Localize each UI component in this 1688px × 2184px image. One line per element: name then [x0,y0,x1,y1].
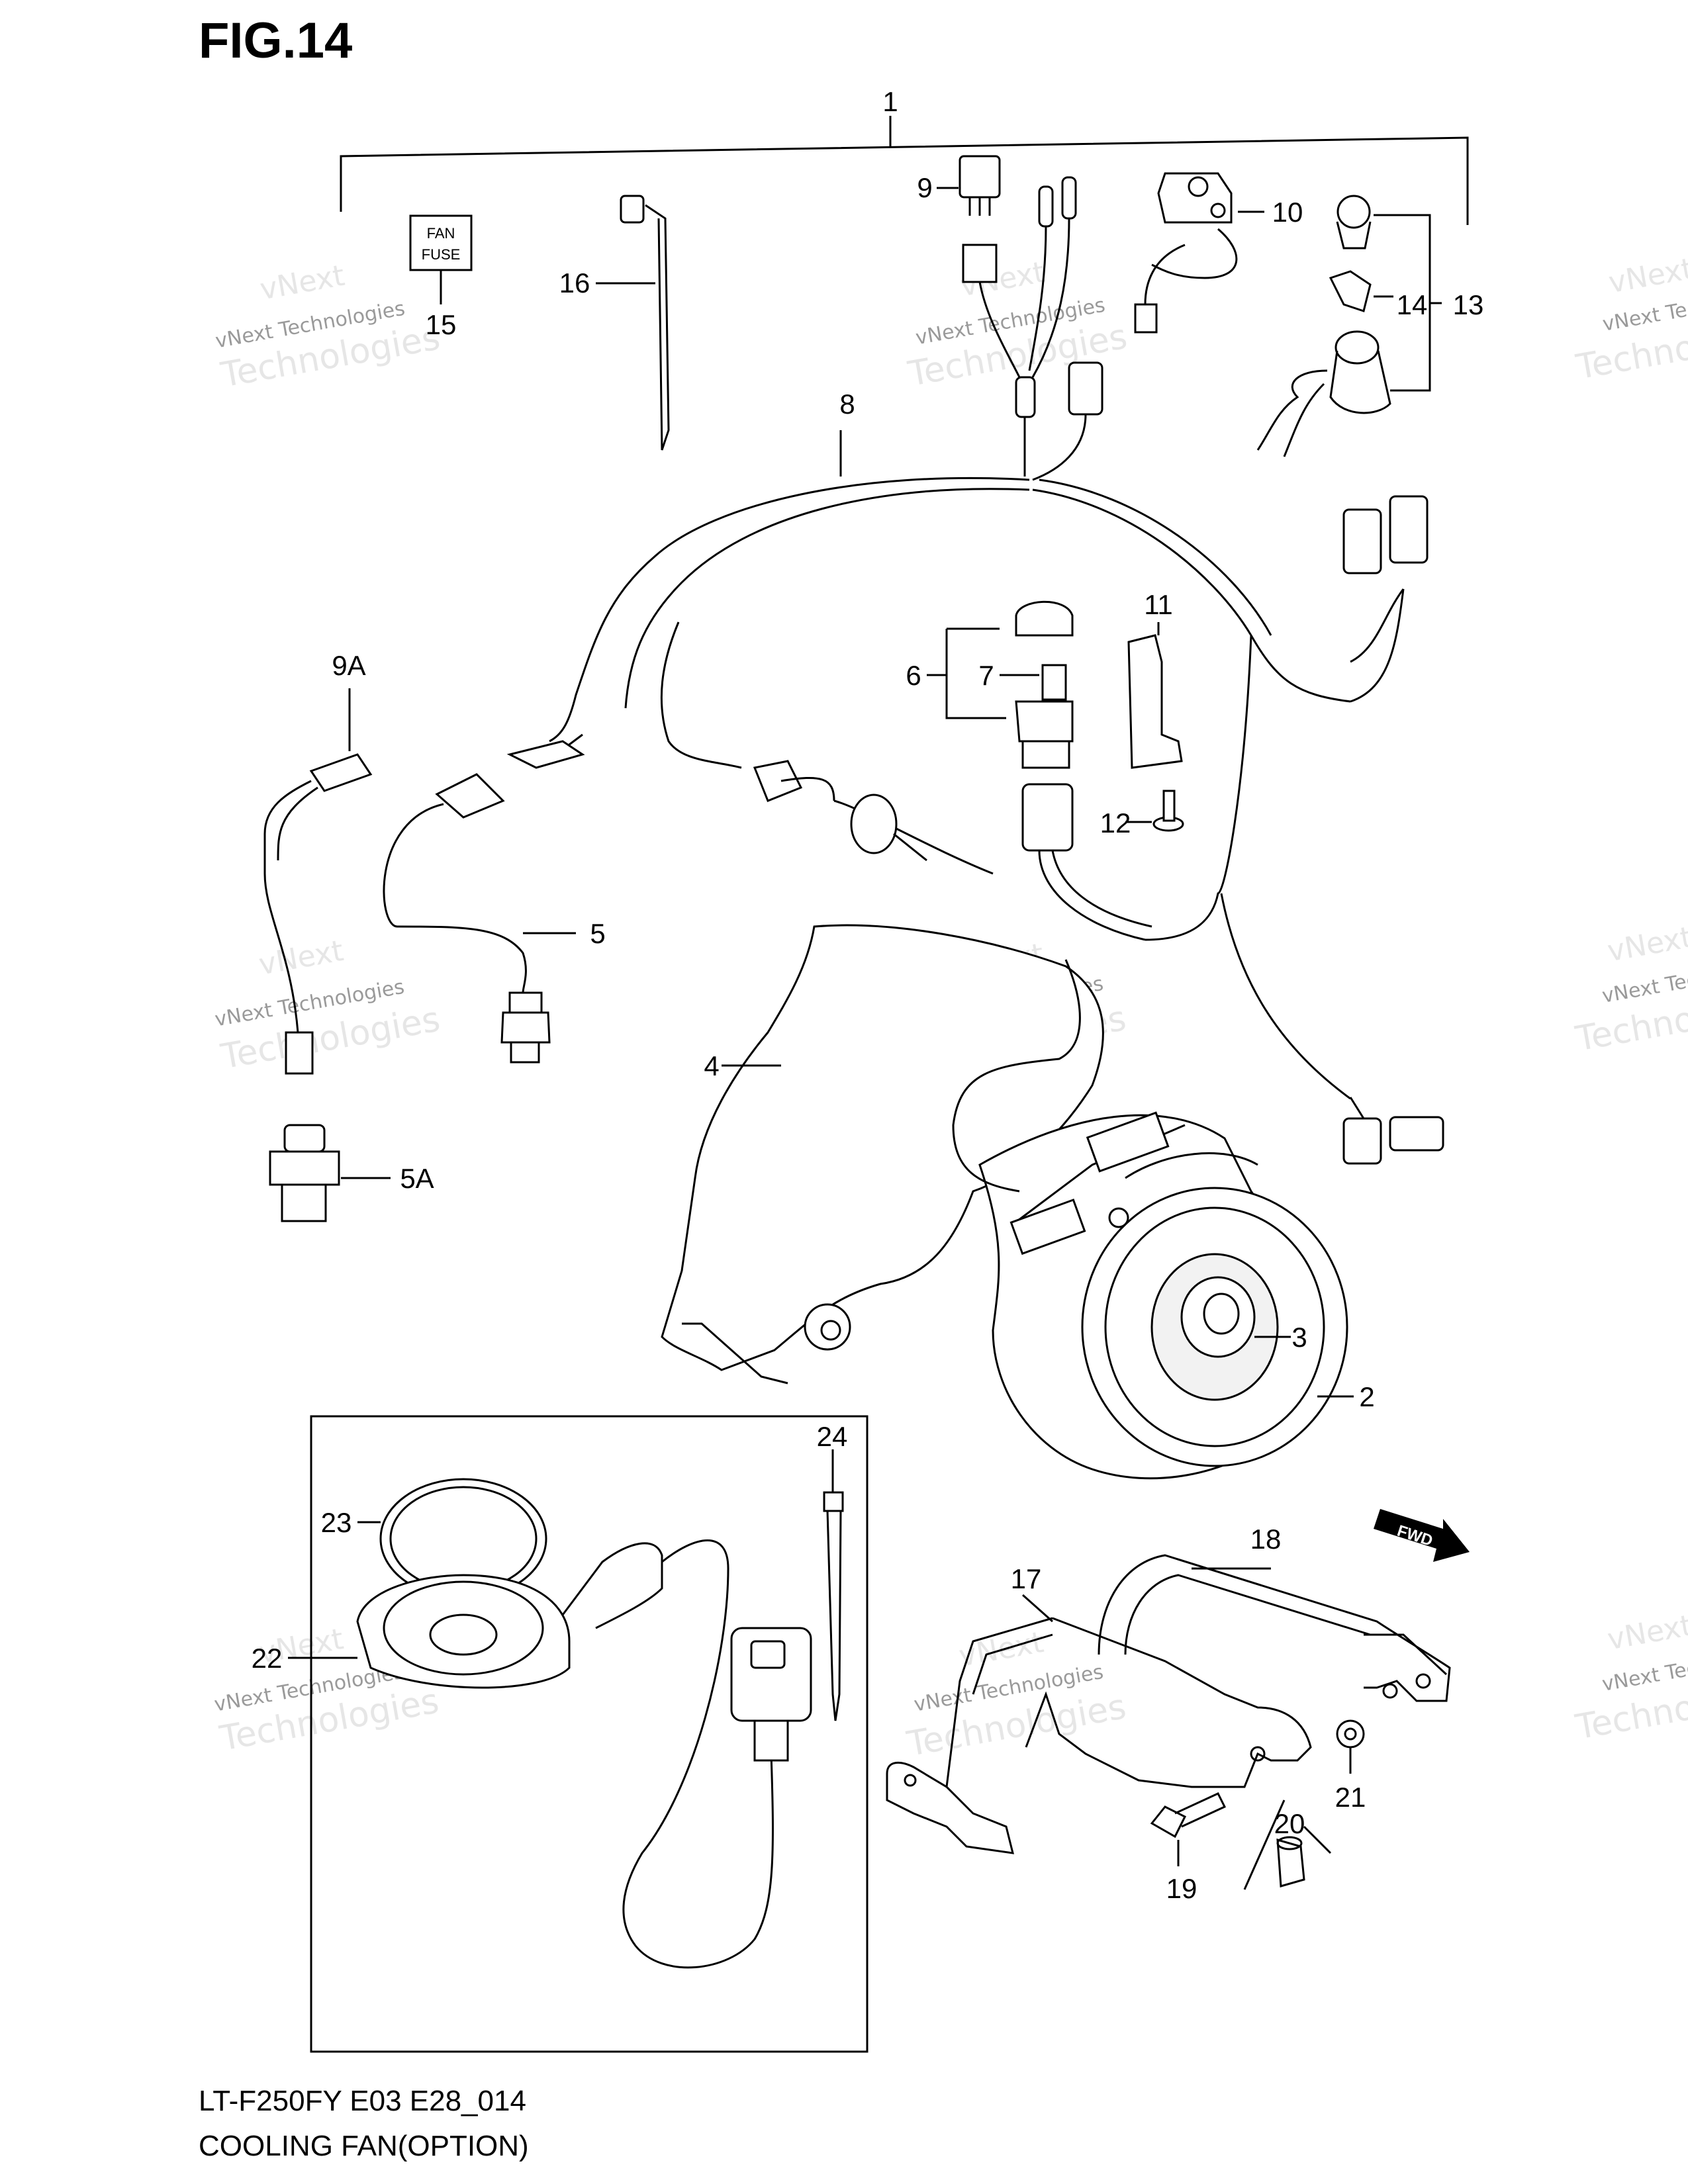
inset-box [310,1415,868,2053]
watermark-top-left: vNext vNext Technologies Technologies [214,259,443,396]
figure-title: FIG.14 [199,13,353,69]
bracket-18 [1098,1554,1451,1702]
watermark-top-center: vNext vNext Technologies Technologies [905,255,1130,394]
svg-text:FUSE: FUSE [422,246,461,263]
screw-12 [1125,790,1184,832]
collar-20 [1243,1799,1332,1890]
callout-10: 10 [1272,197,1303,228]
relay-6 [927,600,1152,941]
bracket-11 [1127,622,1183,769]
svg-text:vNext: vNext [1606,252,1688,300]
fan-cover-4 [661,924,1104,1385]
callout-9: 9 [917,172,932,203]
watermark-mid-left: vNext vNext Technologies Technologies [213,934,443,1077]
callout-19: 19 [1166,1873,1197,1904]
cable-tie-24 [823,1449,844,1721]
callout-8: 8 [839,388,855,420]
thermo-sensor-5 [383,773,576,1064]
svg-text:vNext: vNext [256,934,346,982]
cable-tie-16 [596,195,670,451]
switch-10 [1134,172,1264,334]
fwd-arrow: FWD [1374,1509,1470,1562]
sensor-22 [288,1539,812,1969]
callout-16: 16 [559,267,590,298]
callout-22: 22 [252,1643,283,1674]
relay-9 [937,155,1001,216]
watermark-bottom-center: vNext vNext Technologies Technologies [904,1625,1129,1764]
callout-24: 24 [817,1421,848,1452]
fan-fuse: FAN FUSE [409,214,473,304]
fan-assembly-2 [952,959,1354,1480]
watermark-right-edge-3: vNext vNext Technologies Technologies [1572,1609,1688,1748]
callout-1: 1 [882,86,898,117]
callout-23: 23 [321,1507,352,1538]
callout-12: 12 [1100,807,1131,839]
fan-connector [1342,1097,1444,1165]
callout-6: 6 [906,660,921,691]
callout-11: 11 [1144,589,1173,620]
callout-5: 5 [590,918,605,949]
svg-text:vNext: vNext [1605,921,1688,969]
wire-terminal-group [962,176,1103,481]
callout-4: 4 [704,1050,719,1081]
wiring-harness-8 [506,430,1429,1100]
callout-17: 17 [1011,1563,1042,1594]
callout-14: 14 [1397,289,1428,320]
bolt-19 [1150,1792,1227,1866]
callout-18: 18 [1250,1524,1282,1555]
socket-13-group [1256,195,1442,457]
callout-3: 3 [1291,1322,1307,1353]
watermark-right-edge-2: vNext vNext Technologies Technologies [1572,921,1688,1060]
section-title: COOLING FAN(OPTION) [199,2130,529,2162]
set-bracket-1 [340,116,1469,225]
callout-15: 15 [426,309,457,340]
nut-21 [1336,1719,1365,1774]
sensor-harness-9a [263,688,373,1075]
svg-text:vNext: vNext [1605,1609,1688,1657]
callout-20: 20 [1274,1808,1305,1839]
thermo-sensor-5a [269,1124,391,1222]
watermark-right-edge-1: vNext vNext Technologies Technologies [1573,252,1688,388]
svg-text:vNext: vNext [258,259,347,307]
callout-13: 13 [1453,289,1484,320]
callout-7: 7 [978,660,994,691]
callout-2: 2 [1359,1381,1374,1412]
callout-21: 21 [1335,1782,1366,1813]
svg-text:FAN: FAN [427,225,455,242]
callout-9a: 9A [332,650,365,681]
callout-5a: 5A [400,1163,434,1194]
bracket-17 [886,1594,1312,1854]
model-code: LT-F250FY E03 E28_014 [199,2085,526,2117]
